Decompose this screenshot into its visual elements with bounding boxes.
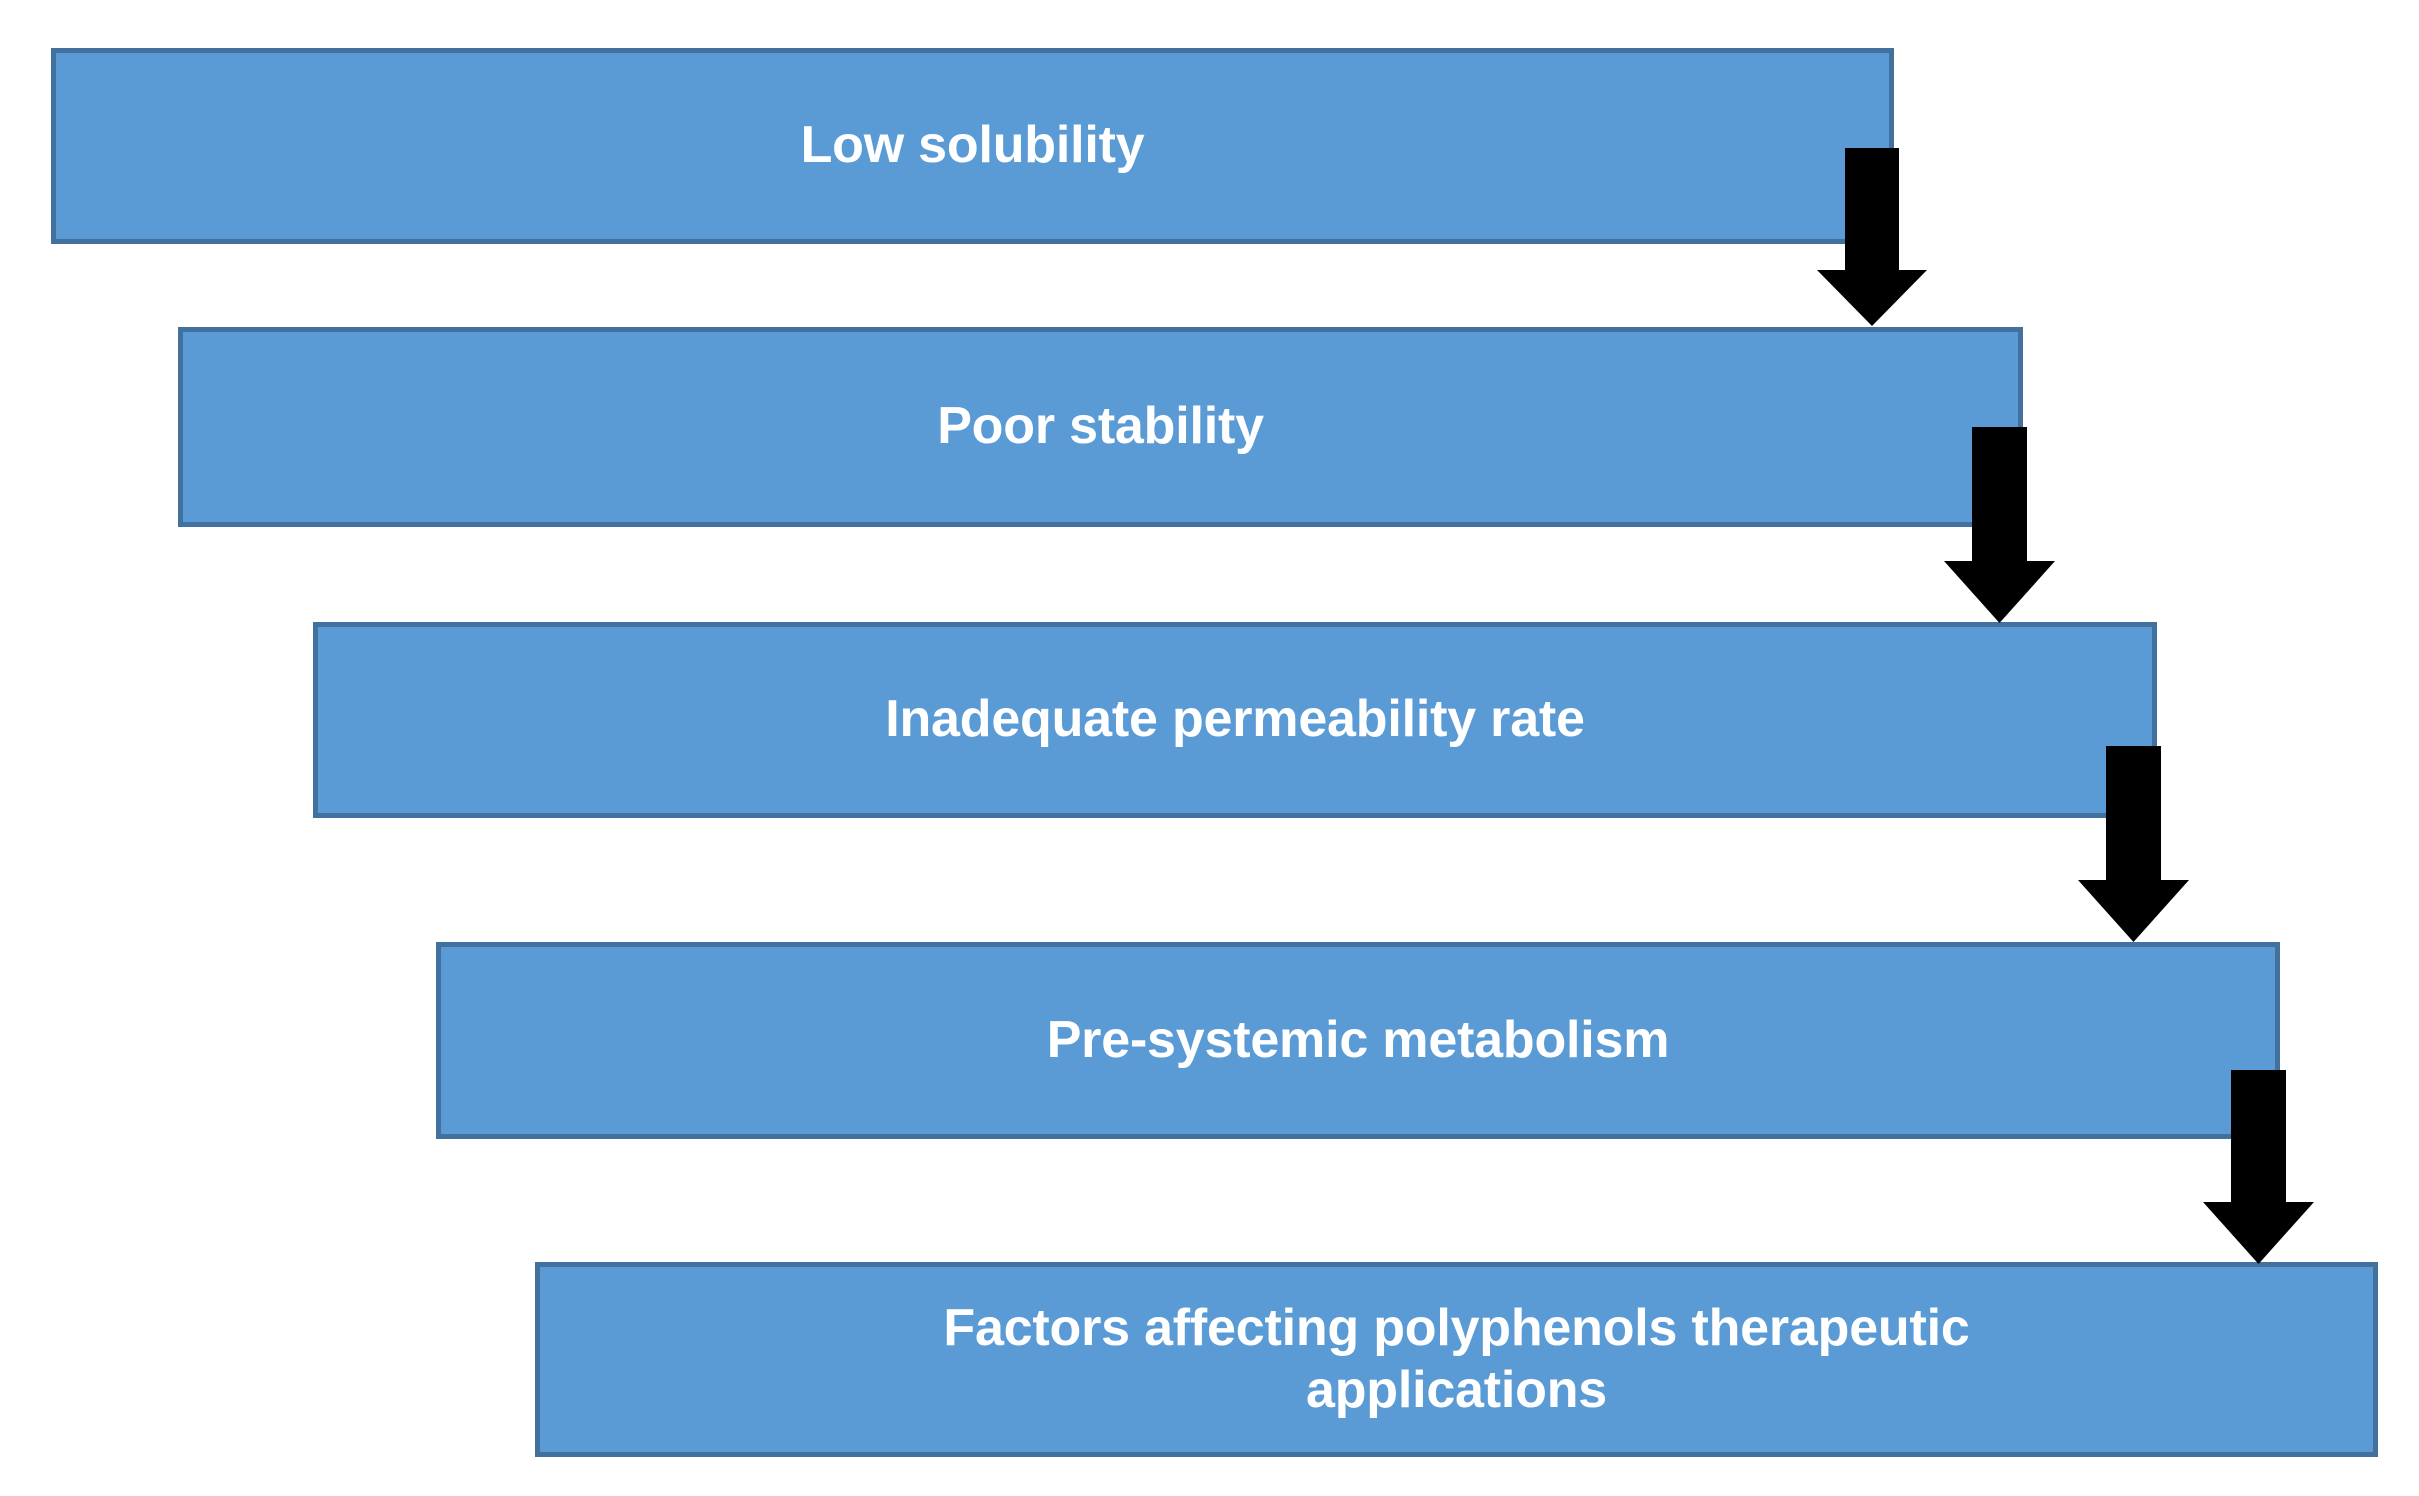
- down-arrow-icon-4: [2203, 1070, 2314, 1264]
- down-arrow-icon-1: [1817, 148, 1927, 326]
- flow-step-label-5: Factors affecting polyphenols therapeuti…: [943, 1299, 1970, 1419]
- down-arrow-icon-3: [2078, 746, 2189, 942]
- flow-step-label-2: Poor stability: [937, 397, 1264, 456]
- flow-step-label-1: Low solubility: [800, 116, 1145, 175]
- flow-step-label-3: Inadequate permeability rate: [885, 690, 1585, 749]
- down-arrow-icon-2: [1944, 427, 2055, 623]
- flow-step-box-2[interactable]: Poor stability: [178, 327, 2023, 527]
- flow-step-box-1[interactable]: Low solubility: [51, 48, 1894, 244]
- flow-step-box-5[interactable]: Factors affecting polyphenols therapeuti…: [535, 1262, 2378, 1457]
- flow-step-box-4[interactable]: Pre-systemic metabolism: [436, 942, 2280, 1139]
- flow-step-box-3[interactable]: Inadequate permeability rate: [313, 622, 2157, 818]
- flow-step-label-4: Pre-systemic metabolism: [1046, 1010, 1670, 1069]
